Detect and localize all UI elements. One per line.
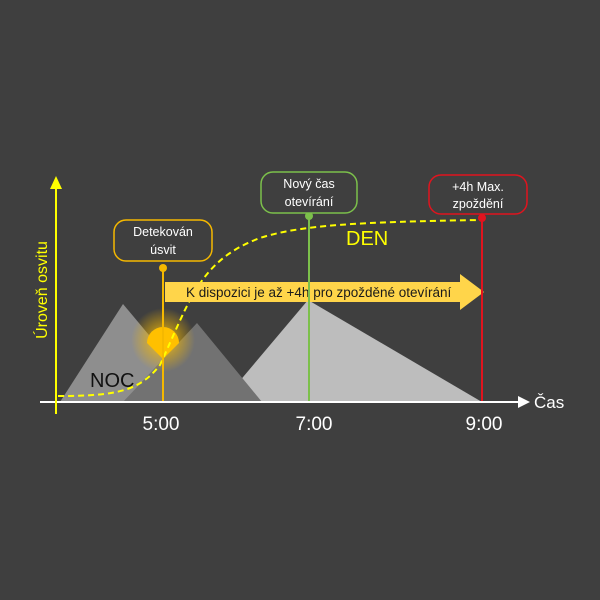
night-mountain-right (123, 323, 262, 402)
availability-arrow (165, 274, 484, 310)
availability-arrow-text: K dispozici je až +4h pro zpožděné oteví… (186, 285, 452, 300)
callout-detected-dawn: Detekován úsvit (113, 219, 213, 262)
day-mountain-large (222, 300, 482, 402)
dawn-marker-dot (159, 264, 167, 272)
callout-new-time-line2: otevírání (285, 195, 334, 209)
time-label-5: 5:00 (143, 414, 180, 435)
max-delay-marker-dot (478, 214, 486, 222)
time-label-7: 7:00 (296, 414, 333, 435)
callout-max-delay-line1: +4h Max. (452, 180, 504, 194)
callout-max-delay: +4h Max. zpoždění (428, 174, 528, 215)
new-time-marker-dot (305, 212, 313, 220)
time-label-9: 9:00 (466, 414, 503, 435)
day-label: DEN (346, 228, 388, 250)
night-label: NOC (90, 370, 134, 392)
illumination-curve (57, 219, 481, 397)
x-axis-arrowhead (518, 396, 530, 408)
callout-new-time-line1: Nový čas (283, 177, 334, 191)
callout-max-delay-line2: zpoždění (453, 197, 504, 211)
callout-detected-line2: úsvit (150, 243, 176, 257)
callout-new-time: Nový čas otevírání (260, 171, 358, 214)
x-axis-label: Čas (534, 393, 564, 412)
y-axis-label: Úroveň osvitu (32, 241, 51, 339)
y-axis-arrowhead (50, 176, 62, 189)
callout-detected-line1: Detekován (133, 225, 193, 239)
